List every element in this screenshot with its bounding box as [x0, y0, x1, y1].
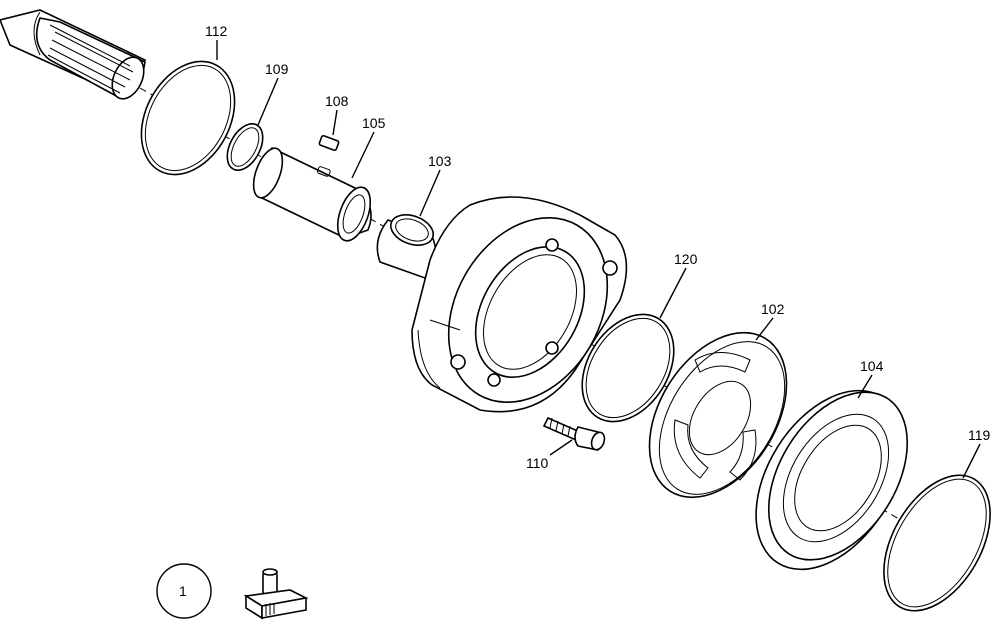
part-104-cover: [755, 389, 909, 571]
label-103: 103: [428, 153, 452, 169]
part-112-o-ring: [140, 60, 236, 176]
part-labels: 112 109 108 105 103 120 102 104 119 110: [205, 23, 991, 471]
part-109-snap-ring: [226, 123, 264, 171]
part-110-screw: [542, 416, 606, 451]
symbol-number: 1: [179, 583, 187, 599]
label-104: 104: [860, 358, 884, 374]
part-102-port-plate: [648, 331, 788, 499]
spline-shaft: [0, 9, 147, 100]
part-108-key: [318, 134, 340, 152]
part-119-o-ring: [883, 474, 991, 612]
part-105-coupling: [252, 147, 372, 242]
label-120: 120: [674, 251, 698, 267]
reference-symbol: 1: [156, 563, 212, 619]
label-110: 110: [526, 455, 549, 471]
tool-icon: [243, 568, 309, 620]
label-109: 109: [265, 61, 289, 77]
part-120-o-ring: [581, 313, 675, 423]
label-112: 112: [205, 23, 228, 39]
label-119: 119: [968, 427, 991, 443]
part-103-bushing: [376, 214, 437, 279]
label-105: 105: [362, 115, 386, 131]
leader-lines: [216, 40, 981, 479]
flange-housing: [411, 196, 628, 413]
label-102: 102: [761, 301, 785, 317]
label-108: 108: [325, 93, 349, 109]
